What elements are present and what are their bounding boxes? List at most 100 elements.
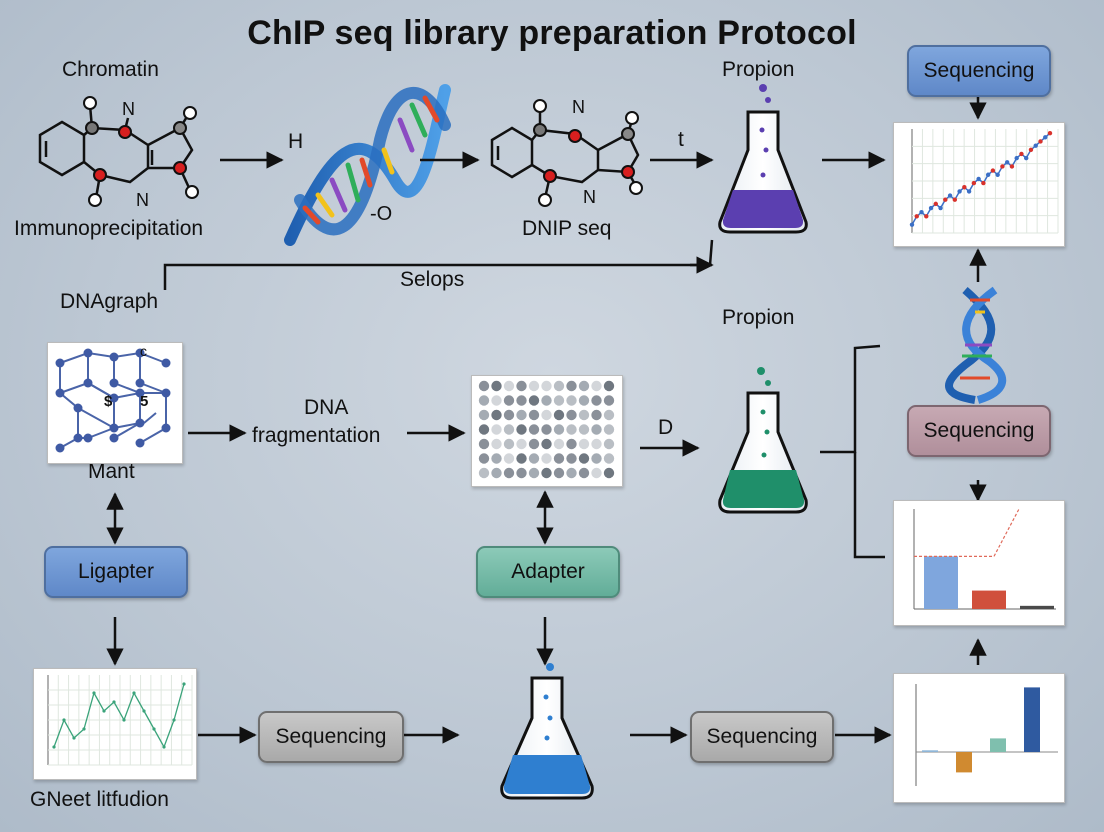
array-dot — [566, 467, 577, 479]
bar-chart-bottom-right — [915, 684, 1058, 786]
dnip-seq-label: DNIP seq — [522, 217, 612, 240]
atom-n-label-2: N — [136, 190, 149, 210]
network-c-label: c — [140, 343, 147, 359]
array-dot — [503, 467, 515, 479]
data-point — [172, 718, 176, 722]
array-dot — [541, 467, 552, 479]
data-point — [1043, 135, 1048, 140]
chart-panel-bottom-left — [33, 668, 197, 780]
array-dot — [491, 380, 502, 392]
data-point — [938, 205, 943, 211]
bar — [924, 556, 958, 609]
array-dot — [603, 409, 615, 421]
array-dot — [553, 467, 565, 479]
mant-label: Mant — [88, 460, 135, 483]
array-dot — [478, 380, 490, 392]
data-point — [102, 709, 106, 713]
data-point — [1019, 151, 1024, 157]
data-point — [947, 193, 953, 198]
network-s1-label: $ — [104, 393, 113, 410]
h-label: H — [288, 130, 304, 153]
network-graph-panel: c $ 5 — [47, 342, 183, 464]
dnip-molecule-icon — [490, 108, 640, 199]
immunoprecipitation-label: Immunoprecipitation — [14, 217, 204, 240]
array-dot — [541, 438, 552, 450]
array-dot — [503, 453, 515, 464]
chromatin-molecule-icon — [38, 104, 194, 199]
d-label: D — [658, 416, 674, 439]
data-point — [981, 180, 986, 186]
array-dot — [503, 395, 515, 406]
network-s2-label: 5 — [140, 393, 149, 410]
array-dot — [553, 453, 565, 464]
data-point — [933, 201, 938, 207]
array-dot — [603, 424, 615, 435]
data-point — [990, 168, 996, 173]
sequencing-box-top[interactable]: Sequencing — [907, 45, 1051, 97]
sequencing-box-mid[interactable]: Sequencing — [907, 405, 1051, 457]
data-point — [966, 189, 972, 194]
data-point — [928, 205, 934, 211]
array-dot — [491, 395, 502, 406]
data-point — [1033, 143, 1038, 148]
data-point — [132, 691, 136, 695]
series-line — [53, 683, 185, 749]
chart-panel-bottom-right — [893, 673, 1065, 803]
sequencing-box-bottom-right[interactable]: Sequencing — [690, 711, 834, 763]
data-point — [62, 718, 66, 722]
data-point — [52, 745, 56, 749]
data-point — [1009, 164, 1015, 169]
data-point — [976, 176, 981, 182]
array-dot — [516, 395, 527, 406]
data-point — [1028, 147, 1034, 152]
data-point — [962, 185, 967, 190]
array-dot — [503, 380, 515, 392]
data-point — [919, 210, 924, 215]
bracket-connector — [820, 344, 885, 559]
array-dot — [516, 438, 527, 450]
blue-flask-icon — [500, 663, 594, 800]
array-dot — [553, 380, 565, 392]
data-point — [92, 691, 96, 695]
array-dot — [578, 467, 590, 479]
ligapter-box[interactable]: Ligapter — [44, 546, 188, 598]
fragmentation-label: fragmentation — [252, 424, 381, 447]
array-dot — [603, 395, 615, 406]
array-dot — [591, 438, 602, 450]
dot-array-icon — [478, 380, 615, 479]
data-point — [995, 172, 1000, 177]
array-dot — [528, 453, 540, 464]
array-dot — [491, 409, 502, 421]
dna-label: DNA — [304, 396, 349, 419]
array-dot — [516, 380, 527, 392]
bar — [990, 738, 1006, 752]
array-dot — [541, 409, 552, 421]
sequencing-box-bottom-left[interactable]: Sequencing — [258, 711, 404, 763]
array-dot — [491, 438, 502, 450]
data-point — [82, 727, 86, 731]
array-dot — [541, 395, 552, 406]
data-point — [112, 700, 116, 704]
bar — [1020, 605, 1054, 609]
array-dot — [566, 438, 577, 450]
bar-chart-mid-right — [913, 508, 1056, 610]
array-dot — [478, 467, 490, 479]
array-dot — [503, 424, 515, 435]
data-point — [952, 197, 958, 202]
bar — [956, 752, 972, 773]
array-dot — [516, 424, 527, 435]
adapter-box[interactable]: Adapter — [476, 546, 620, 598]
data-point — [909, 222, 915, 227]
array-dot — [591, 395, 602, 406]
data-point — [1047, 130, 1053, 136]
dna-helix-icon — [284, 84, 451, 246]
chart-panel-mid-right — [893, 500, 1065, 626]
array-dot — [603, 467, 615, 479]
array-dot — [503, 409, 515, 421]
array-dot — [591, 424, 602, 435]
array-dot — [516, 409, 527, 421]
data-point — [1024, 155, 1029, 161]
dnagraph-label: DNAgraph — [60, 290, 159, 313]
array-dot — [566, 380, 577, 392]
data-point — [914, 214, 919, 219]
